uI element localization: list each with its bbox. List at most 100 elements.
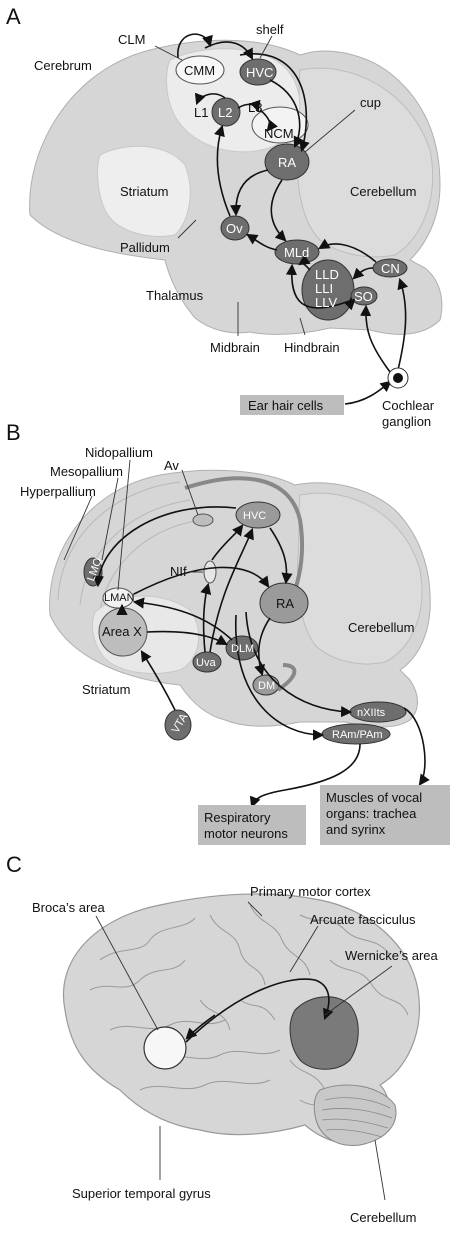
- label-primary-motor: Primary motor cortex: [250, 884, 371, 899]
- respiratory-label-2: motor neurons: [204, 826, 288, 841]
- label-superior-temporal: Superior temporal gyrus: [72, 1186, 211, 1201]
- label-cochlear-1: Cochlear: [382, 398, 435, 413]
- leader-wernickes: [324, 965, 393, 1016]
- arcuate-fasciculus-arrow-back: [185, 1014, 216, 1040]
- arrow-shelf-ra: [239, 53, 310, 153]
- panel-b-mesopallium-layer: [79, 499, 191, 606]
- arrow-dlm-lman: [132, 597, 233, 641]
- leader-cup: [304, 109, 356, 153]
- leader-cerebellum-c: [374, 1139, 386, 1201]
- arrow-ganglion-so: [360, 304, 391, 373]
- cerebellum-folia: [321, 1097, 393, 1138]
- label-cerebellum-b: Cerebellum: [348, 620, 414, 635]
- cochlear-ganglion-dot: [393, 373, 403, 383]
- arrow-ra-dm: [254, 617, 271, 677]
- label-cmm: CMM: [184, 63, 215, 78]
- panel-b-cerebellum-shape: [297, 492, 423, 665]
- label-l2: L2: [218, 105, 232, 120]
- dm-hook: [276, 663, 297, 692]
- arrow-ra-ram: [235, 614, 325, 741]
- vta-nucleus: [164, 709, 192, 741]
- arrow-so-mld: [285, 263, 353, 309]
- label-midbrain: Midbrain: [210, 340, 260, 355]
- label-cochlear-2: ganglion: [382, 414, 431, 429]
- label-dlm: DLM: [231, 643, 254, 655]
- label-l3: L3: [248, 100, 262, 115]
- arrow-ov-l2: [214, 124, 231, 217]
- label-dm: DM: [258, 680, 275, 692]
- label-ra-b: RA: [276, 596, 294, 611]
- panel-c: C: [6, 852, 438, 1225]
- human-cerebellum-shape: [313, 1084, 397, 1146]
- arrow-cn-mld: [318, 238, 377, 263]
- label-mesopallium: Mesopallium: [50, 464, 123, 479]
- arrow-ear-ganglion: [344, 380, 392, 405]
- arrow-uva-hvc: [209, 527, 254, 653]
- label-wernickes: Wernicke’s area: [345, 948, 438, 963]
- arrow-clm-cmm: [177, 33, 213, 59]
- label-cerebrum: Cerebrum: [34, 58, 92, 73]
- panel-a-striatum-region: [97, 145, 191, 237]
- arrow-hvc-ra-b: [269, 527, 293, 585]
- label-hindbrain: Hindbrain: [284, 340, 340, 355]
- arrow-nxiits-muscles: [403, 707, 430, 786]
- leader-pallidum: [177, 219, 197, 239]
- label-nxiits: nXIIts: [357, 707, 386, 719]
- label-av: Av: [164, 458, 179, 473]
- leader-shelf: [259, 35, 273, 59]
- arrow-cmm-hvc: [204, 41, 254, 60]
- panel-b-hyperpallium-layer: [57, 481, 181, 601]
- panel-b-letter: B: [6, 420, 21, 445]
- label-ra-a: RA: [278, 155, 296, 170]
- label-mld: MLd: [284, 245, 309, 260]
- label-hyperpallium: Hyperpallium: [20, 484, 96, 499]
- label-thalamus: Thalamus: [146, 288, 204, 303]
- label-nidopallium: Nidopallium: [85, 445, 153, 460]
- label-nif: NIf: [170, 564, 187, 579]
- ear-hair-cells-box: [240, 395, 344, 415]
- arrow-areax-dlm: [146, 630, 228, 646]
- leader-hindbrain: [299, 317, 306, 336]
- hvc-nucleus-b: [235, 501, 281, 529]
- arrow-ra-nxiits: [245, 611, 353, 718]
- arrow-ra-ov: [230, 169, 269, 217]
- leader-clm: [154, 45, 183, 61]
- leader-hyperpallium: [63, 495, 93, 561]
- label-ram-pam: RAm/PAm: [332, 729, 383, 741]
- label-so: SO: [354, 289, 373, 304]
- uva-nucleus: [192, 651, 222, 673]
- label-ov: Ov: [226, 221, 243, 236]
- human-brain-outline: [63, 893, 420, 1145]
- wernickes-area-region: [289, 996, 359, 1070]
- ra-nucleus-a: [264, 143, 310, 181]
- label-ncm: NCM: [264, 126, 294, 141]
- label-pallidum: Pallidum: [120, 240, 170, 255]
- brocas-area-region: [143, 1026, 187, 1070]
- leader-mesopallium: [101, 477, 119, 561]
- label-l1: L1: [194, 105, 208, 120]
- leader-av: [181, 469, 199, 516]
- av-nucleus: [192, 513, 214, 527]
- arrow-ram-resp: [249, 743, 361, 809]
- label-lman: LMAN: [104, 592, 135, 604]
- leader-brocas: [95, 915, 159, 1031]
- label-lld: LLD: [315, 267, 339, 282]
- respiratory-box: [198, 805, 306, 845]
- nif-nucleus: [203, 560, 217, 584]
- arrow-lman-ra: [133, 566, 270, 595]
- arrow-cn-ll: [352, 267, 374, 280]
- label-hvc-a: HVC: [246, 65, 273, 80]
- leader-arcuate: [289, 925, 319, 973]
- label-lli: LLI: [315, 281, 333, 296]
- panel-a: A: [6, 4, 443, 429]
- muscles-label-1: Muscles of vocal: [326, 790, 422, 805]
- panel-a-letter: A: [6, 4, 21, 29]
- arrow-hvc-areax: [92, 506, 237, 588]
- label-cup: cup: [360, 95, 381, 110]
- leader-nidopallium: [117, 459, 131, 591]
- label-cn: CN: [381, 261, 400, 276]
- label-striatum-b: Striatum: [82, 682, 130, 697]
- label-shelf: shelf: [256, 22, 284, 37]
- label-cerebellum-c: Cerebellum: [350, 1210, 416, 1225]
- hvc-nucleus-a: [239, 58, 277, 86]
